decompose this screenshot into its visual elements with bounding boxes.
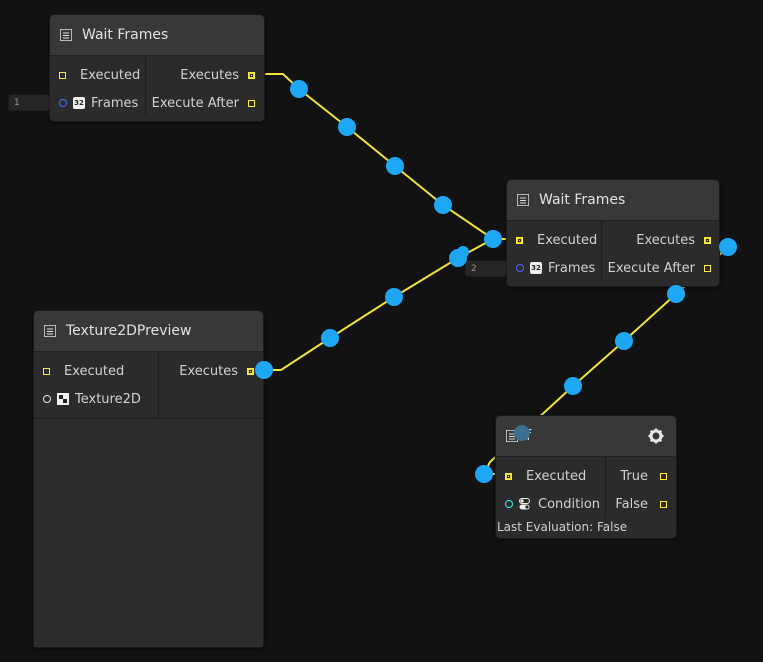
port-label: True <box>620 468 648 484</box>
port-execute-after-out[interactable]: Execute After <box>602 254 719 282</box>
gear-icon[interactable] <box>648 428 664 444</box>
node-menu-icon <box>44 325 56 337</box>
reroute-point[interactable] <box>564 377 582 395</box>
port-label: Frames <box>91 95 139 111</box>
port-execute-after-out[interactable]: Execute After <box>146 89 264 117</box>
port-executed-in[interactable]: Executed <box>496 462 605 490</box>
exec-out-port-icon[interactable] <box>247 367 254 375</box>
port-false-out[interactable]: False <box>606 490 676 518</box>
port-executed-in[interactable]: Executed <box>34 357 158 385</box>
wire-wait1-to-wait2[interactable] <box>250 73 514 240</box>
reroute-point[interactable] <box>434 196 452 214</box>
reroute-point[interactable] <box>385 288 403 306</box>
texture2d-type-icon <box>57 393 69 405</box>
port-label: Execute After <box>607 260 695 276</box>
reroute-point[interactable] <box>290 80 308 98</box>
port-executed-in[interactable]: Executed <box>50 61 145 89</box>
port-frames-in[interactable]: 32 Frames <box>50 89 145 117</box>
node-menu-icon <box>506 430 518 442</box>
port-label: False <box>615 496 648 512</box>
wait-frames-node-1[interactable]: Wait Frames Executed 32 Frames Executes … <box>49 14 265 122</box>
node-title: Wait Frames <box>82 27 169 43</box>
port-frames-in[interactable]: 32 Frames <box>507 254 601 282</box>
port-label: Executed <box>64 363 125 379</box>
node-title-bar[interactable]: Wait Frames <box>507 180 719 221</box>
int-port-icon[interactable] <box>516 264 524 272</box>
bool-port-icon[interactable] <box>505 500 513 508</box>
exec-out-port-icon[interactable] <box>248 71 255 79</box>
node-title: Wait Frames <box>539 192 626 208</box>
exec-out-port-icon[interactable] <box>660 472 667 480</box>
port-executes-out[interactable]: Executes <box>146 61 264 89</box>
port-executes-out[interactable]: Executes <box>159 357 263 385</box>
exec-out-port-icon[interactable] <box>660 500 667 508</box>
wait-frames-node-2[interactable]: Wait Frames Executed 32 Frames Executes … <box>506 179 720 287</box>
port-label: Executes <box>179 363 238 379</box>
port-label: Executed <box>526 468 587 484</box>
port-texture2d-in[interactable]: Texture2D <box>34 385 158 413</box>
port-label: Execute After <box>151 95 239 111</box>
reroute-point[interactable] <box>457 246 469 258</box>
wire-texture-to-wait2[interactable] <box>264 238 494 371</box>
exec-in-port-icon[interactable] <box>516 236 523 244</box>
node-menu-icon <box>60 29 72 41</box>
reroute-point[interactable] <box>475 465 493 483</box>
port-label: Executes <box>636 232 695 248</box>
port-true-out[interactable]: True <box>606 462 676 490</box>
node-title: Texture2DPreview <box>66 323 192 339</box>
frames-input-field[interactable]: 2 <box>465 260 507 277</box>
reroute-point[interactable] <box>615 332 633 350</box>
if-node[interactable]: If Executed Condition <box>495 415 677 539</box>
port-label: Condition <box>538 496 601 512</box>
port-label: Executed <box>537 232 598 248</box>
reroute-point[interactable] <box>386 157 404 175</box>
exec-in-port-icon[interactable] <box>59 71 66 79</box>
reroute-point[interactable] <box>484 230 502 248</box>
last-evaluation-status: Last Evaluation: False <box>497 520 628 534</box>
node-menu-icon <box>517 194 529 206</box>
reroute-point[interactable] <box>338 118 356 136</box>
port-condition-in[interactable]: Condition <box>496 490 605 518</box>
int32-type-icon: 32 <box>73 97 85 109</box>
reroute-point[interactable] <box>719 238 737 256</box>
texture-preview-area <box>34 418 263 647</box>
frames-input-field[interactable]: 1 <box>8 94 50 111</box>
exec-out-port-icon[interactable] <box>704 236 711 244</box>
toggle-type-icon <box>519 498 530 510</box>
int-port-icon[interactable] <box>59 99 67 107</box>
reroute-point[interactable] <box>321 329 339 347</box>
int32-type-icon: 32 <box>530 262 542 274</box>
exec-in-port-icon[interactable] <box>505 472 512 480</box>
exec-out-port-icon[interactable] <box>248 99 255 107</box>
port-label: Executes <box>180 67 239 83</box>
port-label: Executed <box>80 67 141 83</box>
node-title-bar[interactable]: If <box>496 416 676 457</box>
exec-out-port-icon[interactable] <box>704 264 711 272</box>
port-label: Frames <box>548 260 596 276</box>
reroute-point[interactable] <box>667 285 685 303</box>
port-label: Texture2D <box>75 391 141 407</box>
exec-in-port-icon[interactable] <box>43 367 50 375</box>
node-title-bar[interactable]: Wait Frames <box>50 15 264 56</box>
texture-port-icon[interactable] <box>43 395 51 403</box>
port-executed-in[interactable]: Executed <box>507 226 601 254</box>
port-executes-out[interactable]: Executes <box>602 226 719 254</box>
texture2d-preview-node[interactable]: Texture2DPreview Executed Texture2D Exec… <box>33 310 264 648</box>
node-title-bar[interactable]: Texture2DPreview <box>34 311 263 352</box>
node-title: If <box>522 428 532 444</box>
